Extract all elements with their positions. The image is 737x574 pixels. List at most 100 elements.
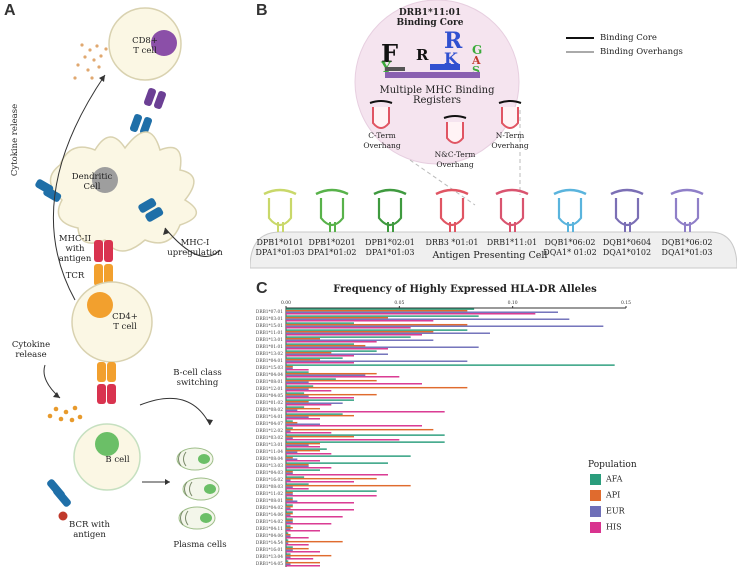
bar-api [286, 498, 293, 501]
bar-his [286, 397, 354, 399]
register-n-term: N-Term Overhang [489, 131, 531, 151]
bar-afa [286, 560, 289, 562]
svg-text:F: F [381, 39, 398, 68]
mhc2-label-line2: with [65, 244, 85, 254]
legend-item-eur: EUR [590, 506, 625, 517]
bar-api [286, 309, 468, 312]
bar-api [286, 400, 309, 403]
y-tick-label: DRB1*01:02 [256, 401, 283, 406]
dendritic-nucleus [92, 167, 118, 193]
y-tick-label: DRB1*16:02 [256, 478, 283, 483]
bar-eur [286, 563, 291, 565]
svg-text:S: S [472, 64, 480, 77]
bar-afa [286, 378, 336, 380]
x-tick-label: 0.05 [394, 300, 404, 306]
bar-his [286, 327, 411, 329]
mhc1-label-line1: MHC-I [180, 238, 210, 248]
bar-eur [286, 528, 291, 530]
bar-afa [286, 315, 479, 317]
y-tick-label: DRB1*13:01 [256, 338, 283, 343]
bcell-label: B cell [105, 455, 130, 465]
cytokine-release-line2: release [15, 350, 47, 360]
bar-api [286, 484, 411, 487]
apc-mhc-7 [610, 188, 644, 232]
svg-text:R: R [416, 46, 429, 64]
register-nc-term: N&C-Term Overhang [431, 150, 479, 170]
bar-api [286, 421, 298, 424]
bar-eur [286, 395, 309, 397]
bar-api [286, 449, 320, 452]
register-nc-term-line2: Overhang [436, 160, 474, 169]
y-tick-label: DRB1*03:01 [256, 317, 283, 322]
y-tick-label: DRB1*11:04 [256, 450, 283, 455]
cd8-label-line2: T cell [133, 46, 157, 56]
cytokine-release-vertical-label: Cytokine release [10, 103, 20, 177]
allele-label-2-line2: DPA1*01:02 [307, 248, 357, 257]
bar-api [286, 540, 343, 543]
bar-eur [286, 402, 343, 404]
cd8-label: CD8+ T cell [120, 36, 170, 56]
svg-text:R: R [444, 28, 463, 54]
bar-api [286, 393, 377, 396]
bar-eur [286, 493, 293, 495]
binding-registers-circle [354, 0, 520, 165]
bar-api [286, 533, 291, 536]
apc-mhc-3 [373, 188, 407, 232]
cytokine-release-line1: Cytokine [11, 340, 51, 350]
bar-his [286, 460, 320, 462]
y-tick-label: DRB1*08:04 [256, 457, 283, 462]
bar-eur [286, 381, 309, 383]
bcr-label-line1: BCR with [69, 520, 110, 530]
bar-his [286, 362, 354, 364]
bar-afa [286, 490, 377, 492]
bar-api [286, 547, 309, 550]
y-tick-label: DRB1*04:02 [256, 506, 283, 511]
legend-label: EUR [606, 506, 625, 516]
panel-a-letter: A [4, 2, 16, 19]
register-c-term: C-Term Overhang [361, 131, 403, 151]
y-tick-label: DRB1*16:01 [256, 548, 283, 553]
register-c-term-line1: C-Term [368, 131, 396, 140]
cytokine-dots-top [73, 43, 108, 80]
logo-title: DRB1*11:01 Binding Core [375, 8, 485, 28]
bar-afa [286, 546, 293, 548]
cytokine-release-label: Cytokine release [6, 340, 56, 360]
legend-label: AFA [606, 474, 623, 484]
bar-his [286, 432, 332, 434]
dendritic-label: Dendritic Cell [62, 172, 122, 192]
apc-mhc-molecules [263, 188, 704, 232]
cd8-label-line1: CD8+ [132, 36, 158, 46]
bar-afa [286, 308, 475, 310]
bar-his [286, 488, 309, 490]
x-tick-label: 0.00 [281, 300, 291, 306]
bar-his [286, 481, 354, 483]
mhc1-label: MHC-I upregulation [160, 238, 230, 258]
bar-api [286, 330, 434, 333]
bar-his [286, 411, 445, 413]
bar-his [286, 558, 314, 560]
legend-binding-overhangs: Binding Overhangs [600, 47, 683, 57]
y-tick-label: DRB1*13:04 [256, 555, 283, 560]
y-tick-label: DRB1*04:11 [256, 527, 283, 532]
bar-his [286, 516, 343, 518]
bar-eur [286, 556, 291, 558]
bar-api [286, 491, 293, 494]
legend-swatch [590, 506, 601, 517]
bar-his [286, 348, 388, 350]
bar-afa [286, 336, 411, 338]
bar-afa [286, 343, 354, 345]
bar-api [286, 316, 388, 319]
bar-his [286, 495, 377, 497]
bar-eur [286, 465, 309, 467]
bar-eur [286, 367, 293, 369]
apc-mhc-5 [495, 188, 529, 232]
bar-afa [286, 511, 293, 513]
mhc1-label-line2: upregulation [167, 248, 223, 258]
bar-eur [286, 318, 570, 320]
bar-afa [286, 455, 411, 457]
bar-his [286, 369, 309, 371]
bar-his [286, 551, 320, 553]
y-tick-label: DRB1*04:01 [256, 359, 283, 364]
bcell-class-line2: switching [176, 378, 219, 388]
bar-afa [286, 497, 293, 499]
